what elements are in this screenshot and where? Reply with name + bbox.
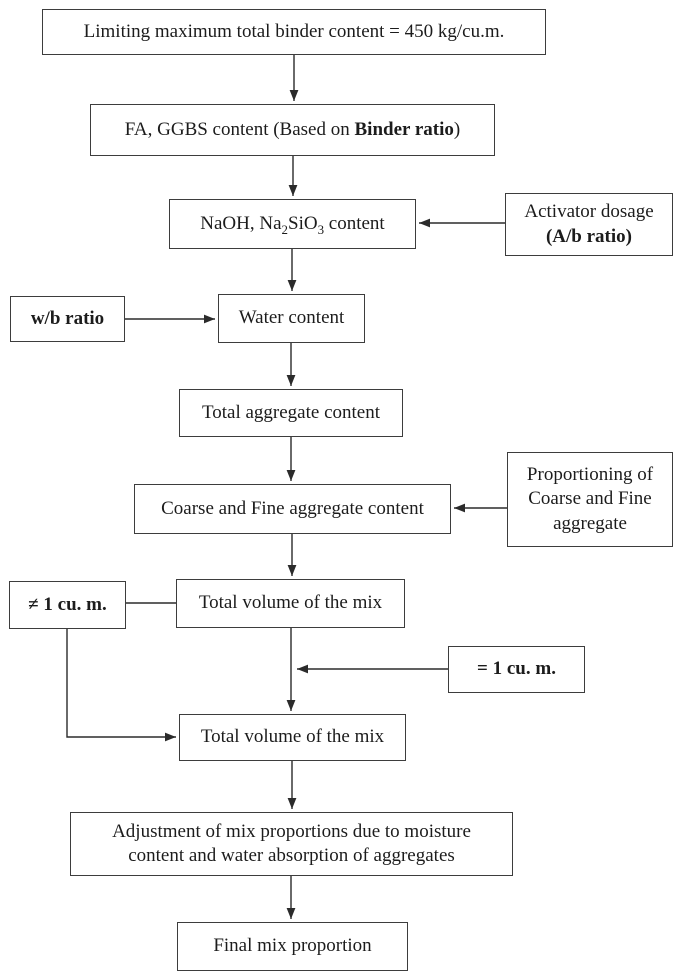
node-fa-ggbs-content: FA, GGBS content (Based on Binder ratio) bbox=[90, 104, 495, 156]
node-binder-limit-label: Limiting maximum total binder content = … bbox=[83, 20, 505, 42]
node-binder-limit: Limiting maximum total binder content = … bbox=[42, 9, 546, 55]
node-final-label: Final mix proportion bbox=[213, 935, 372, 957]
node-not-equal-label: ≠ 1 cu. m. bbox=[28, 593, 107, 615]
node-final-mix-proportion: Final mix proportion bbox=[177, 922, 408, 971]
node-activator-label: Activator dosage (A/b ratio) bbox=[524, 201, 654, 247]
node-total-volume-2-label: Total volume of the mix bbox=[200, 726, 385, 748]
node-equal-1-cum: = 1 cu. m. bbox=[448, 646, 585, 693]
node-equal-label: = 1 cu. m. bbox=[477, 658, 556, 680]
node-water-content-label: Water content bbox=[238, 307, 345, 329]
node-adjustment: Adjustment of mix proportions due to moi… bbox=[70, 812, 513, 876]
node-total-aggregate-content: Total aggregate content bbox=[179, 389, 403, 437]
node-coarse-fine-label: Coarse and Fine aggregate content bbox=[161, 497, 424, 519]
node-coarse-fine-aggregate-content: Coarse and Fine aggregate content bbox=[134, 484, 451, 534]
node-total-volume-1: Total volume of the mix bbox=[176, 579, 405, 628]
node-naoh-na2sio3-content: NaOH, Na2SiO3 content bbox=[169, 199, 416, 249]
node-wb-ratio-label: w/b ratio bbox=[30, 307, 105, 329]
node-not-equal-1-cum: ≠ 1 cu. m. bbox=[9, 581, 126, 629]
node-total-volume-2: Total volume of the mix bbox=[179, 714, 406, 761]
node-water-content: Water content bbox=[218, 294, 365, 343]
node-total-volume-1-label: Total volume of the mix bbox=[198, 592, 383, 614]
node-fa-ggbs-label: FA, GGBS content (Based on Binder ratio) bbox=[124, 118, 461, 140]
node-adjustment-label: Adjustment of mix proportions due to moi… bbox=[112, 820, 471, 866]
node-activator-dosage: Activator dosage (A/b ratio) bbox=[505, 193, 673, 256]
node-proportioning: Proportioning of Coarse and Fine aggrega… bbox=[507, 452, 673, 547]
arrow-not-equal-loop-to-volume2 bbox=[66, 629, 176, 742]
node-naoh-label: NaOH, Na2SiO3 content bbox=[200, 212, 385, 237]
node-total-aggregate-label: Total aggregate content bbox=[201, 401, 381, 423]
node-proportioning-label: Proportioning of Coarse and Fine aggrega… bbox=[526, 464, 654, 534]
node-wb-ratio: w/b ratio bbox=[10, 296, 125, 342]
